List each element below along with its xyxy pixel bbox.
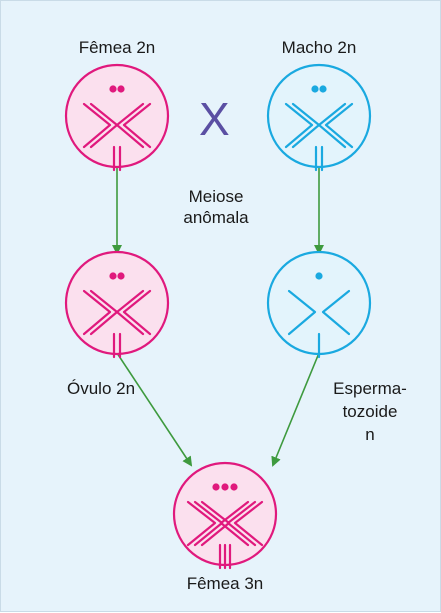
cross-symbol: X	[199, 96, 230, 142]
nucleus-dot	[221, 483, 228, 490]
nucleus-dot	[230, 483, 237, 490]
label-meiosis-line1: Meiose	[161, 186, 271, 207]
cell-female-parent	[66, 65, 168, 170]
label-female-parent: Fêmea 2n	[57, 37, 177, 58]
cell-membrane	[66, 65, 168, 167]
nucleus-dot	[109, 272, 116, 279]
nucleus-dot	[311, 85, 318, 92]
nucleus-dot	[109, 85, 116, 92]
nucleus-dot	[117, 272, 124, 279]
nucleus-dot	[319, 85, 326, 92]
cell-male-parent	[268, 65, 370, 170]
label-sperm-line2: tozoide	[315, 401, 425, 422]
label-offspring: Fêmea 3n	[165, 573, 285, 594]
cell-egg	[66, 252, 168, 357]
label-male-parent: Macho 2n	[259, 37, 379, 58]
cell-offspring	[174, 463, 276, 568]
nucleus-dot	[315, 272, 322, 279]
nucleus-dot	[212, 483, 219, 490]
label-egg: Óvulo 2n	[67, 378, 135, 399]
cell-sperm	[268, 252, 370, 357]
label-sperm-line3: n	[315, 424, 425, 445]
label-meiosis-line2: anômala	[161, 207, 271, 228]
arrow-sperm-to-offspring	[273, 353, 319, 465]
arrow-egg-to-offspring	[117, 353, 191, 465]
label-sperm-line1: Esperma-	[315, 378, 425, 399]
cell-membrane	[268, 65, 370, 167]
cell-membrane	[66, 252, 168, 354]
nucleus-dot	[117, 85, 124, 92]
